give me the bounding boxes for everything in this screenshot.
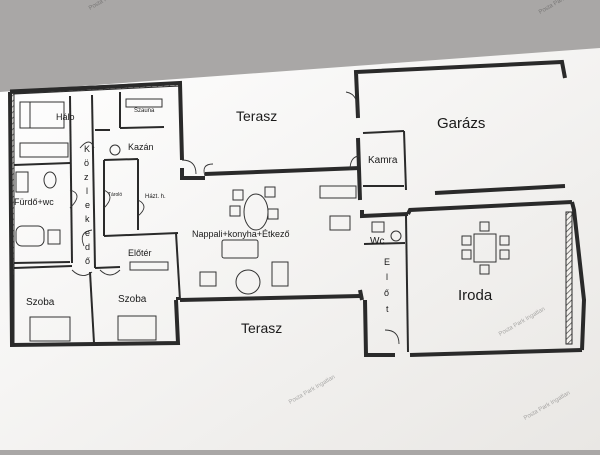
elo-letter: ő — [384, 288, 389, 298]
elo-letter: t — [386, 304, 389, 314]
koz-letter: e — [85, 228, 90, 238]
office-walls — [360, 200, 587, 357]
label-furdo: Fürdő+wc — [14, 197, 54, 207]
label-nappali: Nappali+konyha+Étkező — [192, 229, 290, 239]
label-szauna: Szauna — [134, 108, 155, 114]
room-labels: Hálo Szauna Kazán Fürdő+wc Tároló Házt. … — [14, 108, 493, 336]
door-swings — [69, 91, 400, 345]
koz-letter: e — [85, 200, 90, 210]
elo-letter: l — [386, 272, 388, 282]
label-halo: Hálo — [56, 112, 75, 122]
label-terasz-top: Terasz — [236, 108, 277, 124]
label-kozlekedo: K ö z l e k e d ő — [84, 144, 90, 266]
paper-sheet — [0, 48, 600, 450]
label-szoba-1: Szoba — [26, 297, 55, 308]
label-garazs: Garázs — [437, 115, 485, 132]
label-eloter-right: E l ő t — [384, 257, 390, 314]
label-tarolo: Tároló — [108, 192, 122, 198]
label-iroda: Iroda — [458, 287, 493, 304]
label-szoba-2: Szoba — [118, 294, 147, 305]
koz-letter: ő — [85, 256, 90, 266]
furniture — [15, 98, 510, 342]
label-eloter-left: Előtér — [128, 248, 152, 258]
watermark: Posta Park Ingatlan — [538, 0, 586, 16]
koz-letter: K — [84, 144, 90, 154]
label-kamra: Kamra — [368, 155, 398, 166]
koz-letter: k — [85, 214, 90, 224]
koz-letter: z — [84, 172, 89, 182]
koz-letter: ö — [84, 158, 89, 168]
koz-letter: l — [86, 186, 88, 196]
label-terasz-bottom: Terasz — [241, 320, 282, 336]
garage-walls — [353, 59, 567, 201]
elo-letter: E — [384, 257, 390, 267]
label-haztb: Házt. h. — [145, 194, 166, 200]
central-walls — [175, 166, 364, 302]
koz-letter: d — [85, 242, 90, 252]
label-kazan: Kazán — [128, 142, 154, 152]
watermark: Posta Park Ingatlan — [88, 0, 136, 12]
left-wing-walls — [8, 80, 184, 348]
label-wc: Wc — [370, 236, 384, 247]
